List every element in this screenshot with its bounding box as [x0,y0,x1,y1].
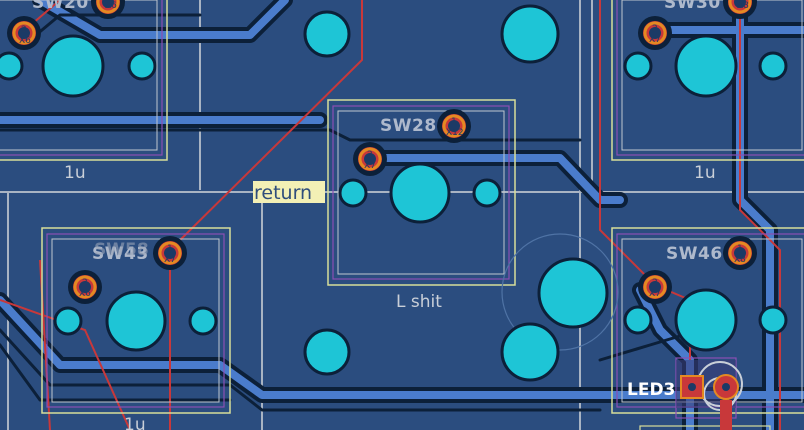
pad-annotations: 2 X6 X6 1 X12 2 X7 1 X7 2 X6 2 X7 X8 1 X… [19,1,749,299]
pad-number: 1 [737,244,743,254]
hole-small [758,305,788,335]
net-label: X8 [734,255,746,265]
pad-pin2-sw30 [638,16,672,50]
led3-label: LED3 [627,380,675,400]
pad-number: 1 [451,117,457,127]
value-sw43: 1u [124,415,146,430]
stabilizer-outline [501,233,619,351]
pad-number: 2 [21,25,27,35]
switch-value-labels: 1u 1u L shit 1u [64,163,716,430]
net-label: X6 [79,289,91,299]
hole-small [0,51,24,81]
net-label: X12 [446,128,464,138]
net-label: X6 [19,36,31,46]
pad-number: 1 [167,244,173,254]
value-sw20: 1u [64,163,86,183]
pad-pin1-sw30 [723,0,757,19]
net-label: X7 [364,161,376,171]
net-label: X6 [105,1,117,11]
net-label: X7 [649,289,661,299]
hole-small [623,51,653,81]
pad-pin2-sw28 [353,142,387,176]
pad-pin1-sw20 [91,0,125,19]
hole-small [338,178,368,208]
ref-sw43: SW43 [92,244,149,264]
pad-pin2-sw20 [7,16,41,50]
pad-number: 2 [367,150,373,160]
hole-large [105,290,167,352]
net-label: X8 [737,1,749,11]
pad-pin1-sw43 [153,236,187,270]
pad-number: 2 [82,278,88,288]
hole-large [537,257,609,329]
hole-small [758,51,788,81]
value-sw58: 1u [694,163,716,183]
ref-sw58: SW58 [94,240,149,260]
pad-number: 2 [652,24,658,34]
ref-sw30: SW30 [664,0,721,13]
hole-medium [303,10,351,58]
mounting-holes [0,4,788,382]
pad-pin1-sw46 [723,236,757,270]
hole-small [188,306,218,336]
ref-sw20: SW20 [32,0,89,13]
hole-large [674,288,738,352]
front-copper-tracks [0,0,781,430]
switch-references: SW20 SW30 SW28 SW43 SW46 SW58 [32,0,723,264]
pad-number: 2 [652,278,658,288]
led3-footprint[interactable]: LED3 [627,360,743,430]
ref-sw46: SW46 [666,244,723,264]
hole-large [500,322,560,382]
pad-pin2-sw46 [638,270,672,304]
hole-large [500,4,560,64]
hole-small [53,306,83,336]
hole-small [623,305,653,335]
pad-pin1-sw28 [437,109,471,143]
net-label: X7 [164,255,176,265]
hole-small [127,51,157,81]
hole-large [674,34,738,98]
pad-pin2-sw43 [68,270,102,304]
net-label: X7 [649,35,661,45]
hole-large [389,162,451,224]
ref-sw28: SW28 [380,116,437,136]
return-label-text: return [254,182,312,204]
switch-pads [7,0,757,304]
value-sw28: L shit [396,292,442,312]
hole-medium [303,328,351,376]
hole-large [41,34,105,98]
hole-small [472,178,502,208]
return-label[interactable]: return [253,181,325,204]
